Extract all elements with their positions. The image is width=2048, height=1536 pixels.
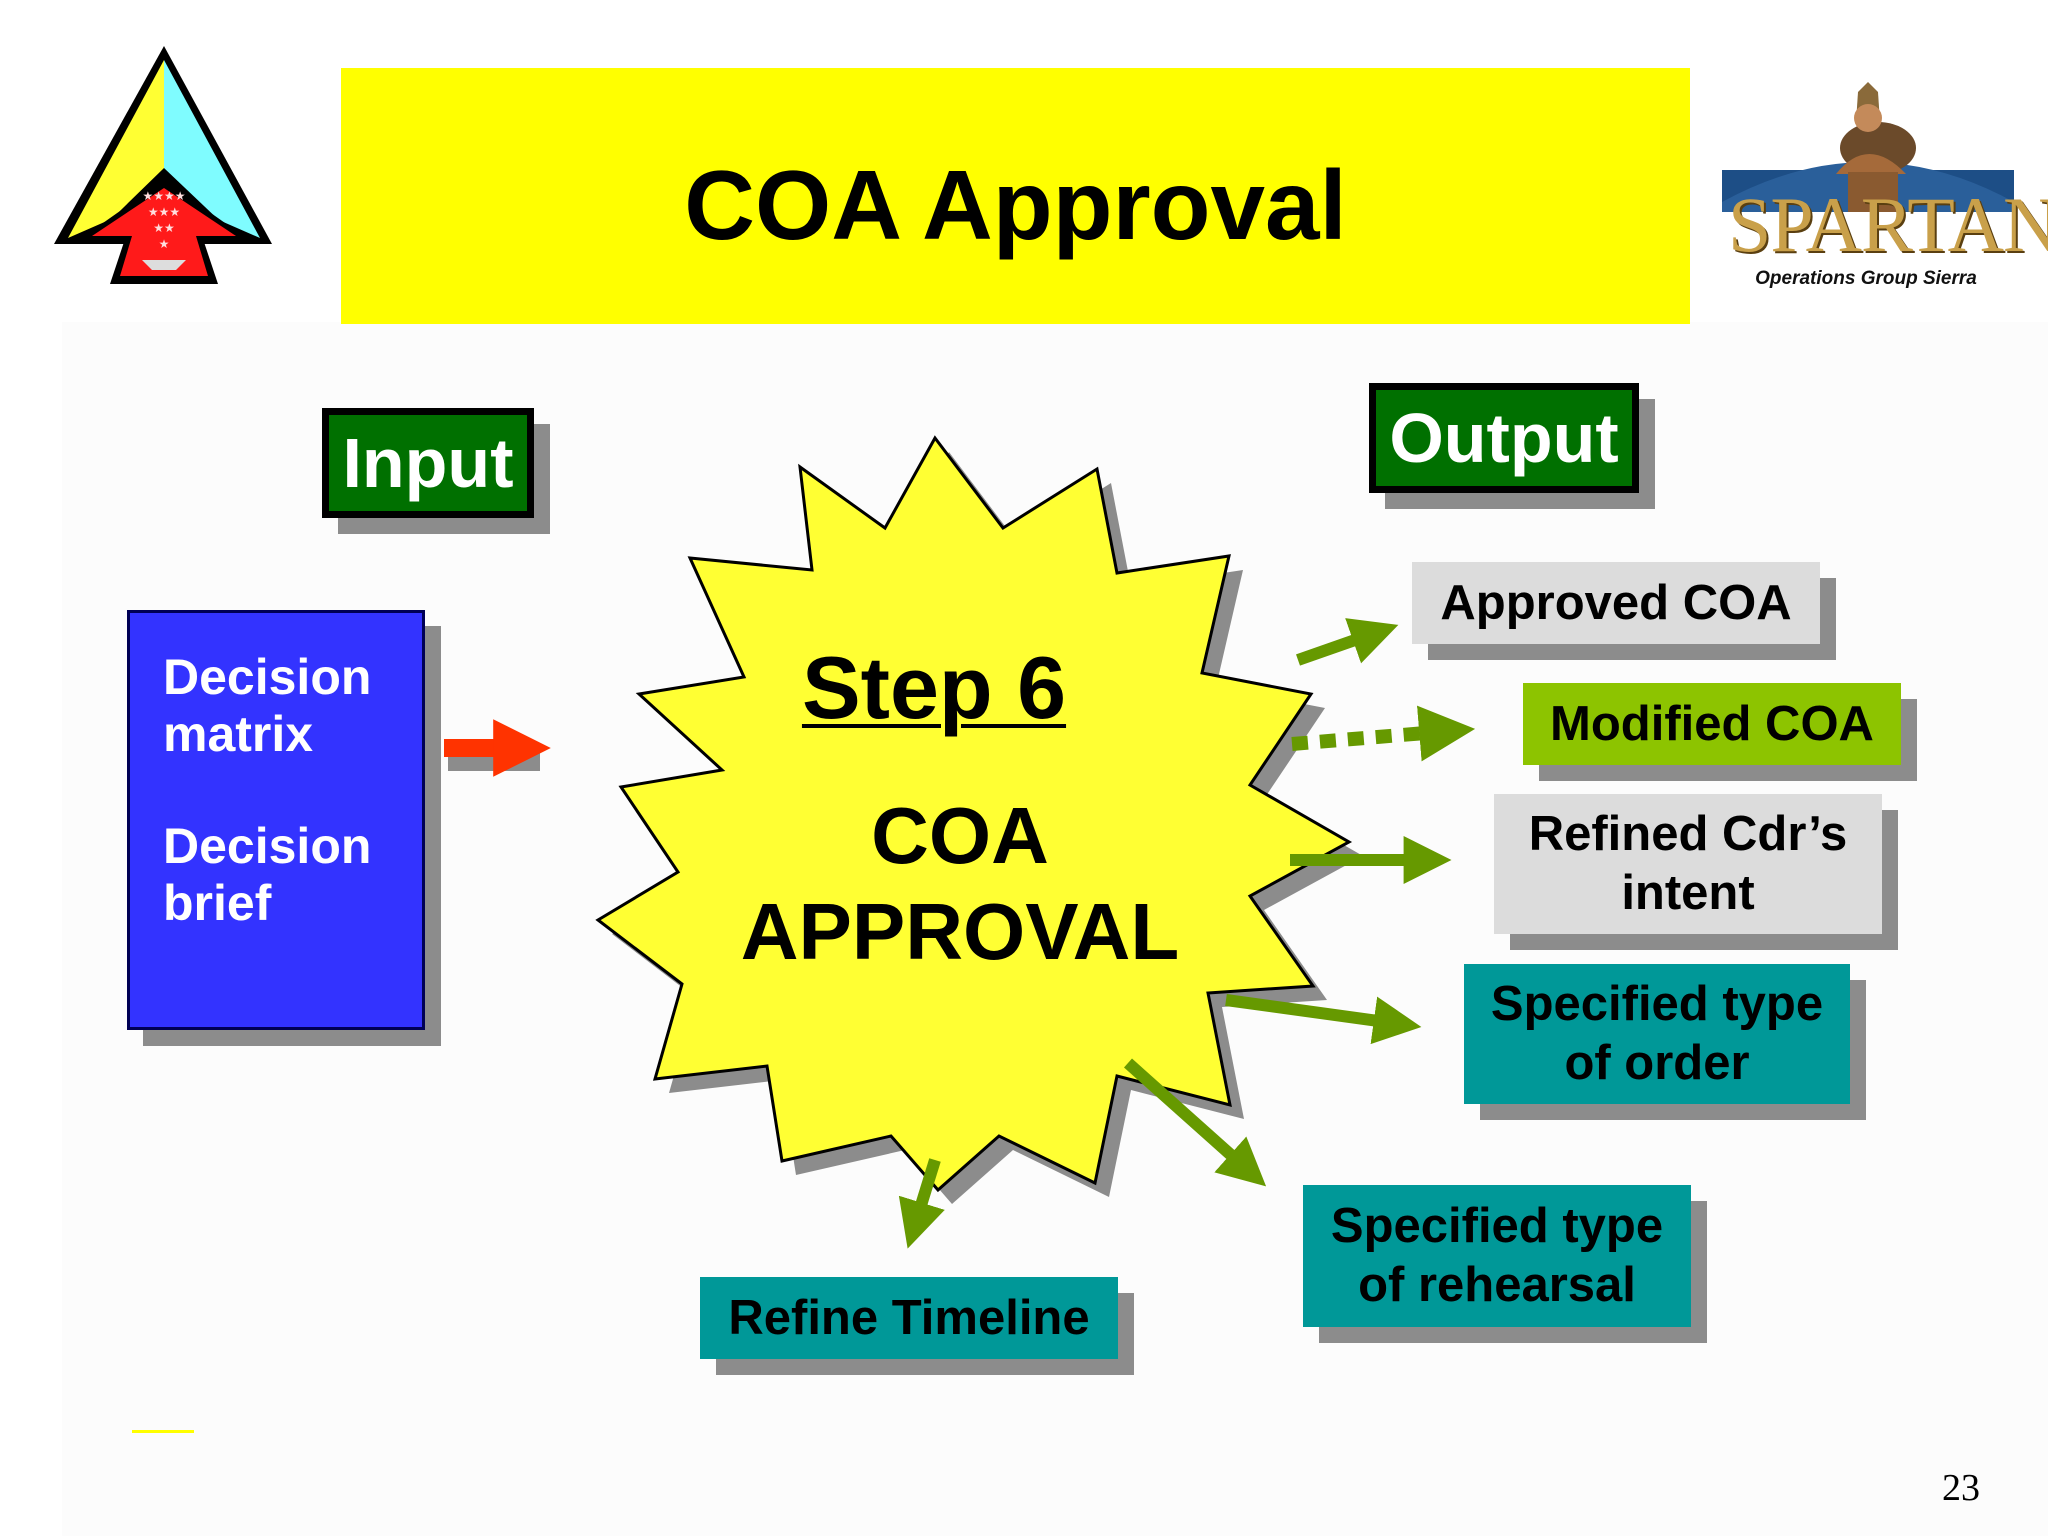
output-refine-timeline: Refine Timeline [700, 1277, 1118, 1359]
arrow-rehearsal [1124, 1058, 1267, 1187]
arrow-modified-coa [1291, 705, 1476, 762]
output-refine-timeline-text: Refine Timeline [728, 1290, 1090, 1345]
input-item-decision-matrix: Decision matrix [163, 649, 372, 762]
input-panel: Decision matrix Decision brief [127, 610, 425, 1030]
svg-text:★★★★: ★★★★ [142, 189, 185, 203]
footer-divider [132, 1430, 194, 1433]
arrow-order [1225, 994, 1422, 1045]
input-label: Input [322, 408, 534, 518]
output-modified-coa-text: Modified COA [1550, 696, 1874, 751]
output-modified-coa: Modified COA [1523, 683, 1901, 765]
spartan-helmet-icon [1722, 82, 2014, 212]
spartan-subtitle: Operations Group Sierra [1755, 268, 1977, 289]
output-refined-intent: Refined Cdr’s intent [1494, 794, 1882, 934]
page-number: 23 [1942, 1467, 1980, 1509]
svg-text:★★★: ★★★ [148, 205, 180, 219]
output-specified-rehearsal-text: Specified type of rehearsal [1330, 1199, 1664, 1312]
step-title: Step 6 [801, 638, 1067, 737]
title-banner: COA Approval [341, 68, 1690, 324]
tri-color-triangle-emblem-icon: ★★★★ ★★★ ★★ ★ [54, 46, 272, 284]
arrow-timeline [898, 1158, 945, 1249]
step-name: COA APPROVAL [740, 791, 1180, 976]
output-specified-order-text: Specified type of order [1490, 977, 1824, 1090]
output-label: Output [1369, 383, 1639, 493]
svg-text:★: ★ [159, 237, 170, 251]
input-item-decision-brief: Decision brief [163, 818, 372, 931]
spartan-logo: SPARTAN Operations Group Sierra [1718, 82, 2048, 302]
center-starburst [595, 435, 1353, 1193]
output-refined-intent-text: Refined Cdr’s intent [1528, 807, 1848, 920]
svg-text:★★: ★★ [153, 221, 175, 235]
output-approved-coa: Approved COA [1412, 562, 1820, 644]
slide-title: COA Approval [684, 150, 1347, 260]
output-specified-rehearsal: Specified type of rehearsal [1303, 1185, 1691, 1327]
output-approved-coa-text: Approved COA [1440, 575, 1792, 630]
arrow-approved-coa [1296, 618, 1399, 666]
spartan-wordmark: SPARTAN [1728, 181, 2048, 268]
output-specified-order: Specified type of order [1464, 964, 1850, 1104]
